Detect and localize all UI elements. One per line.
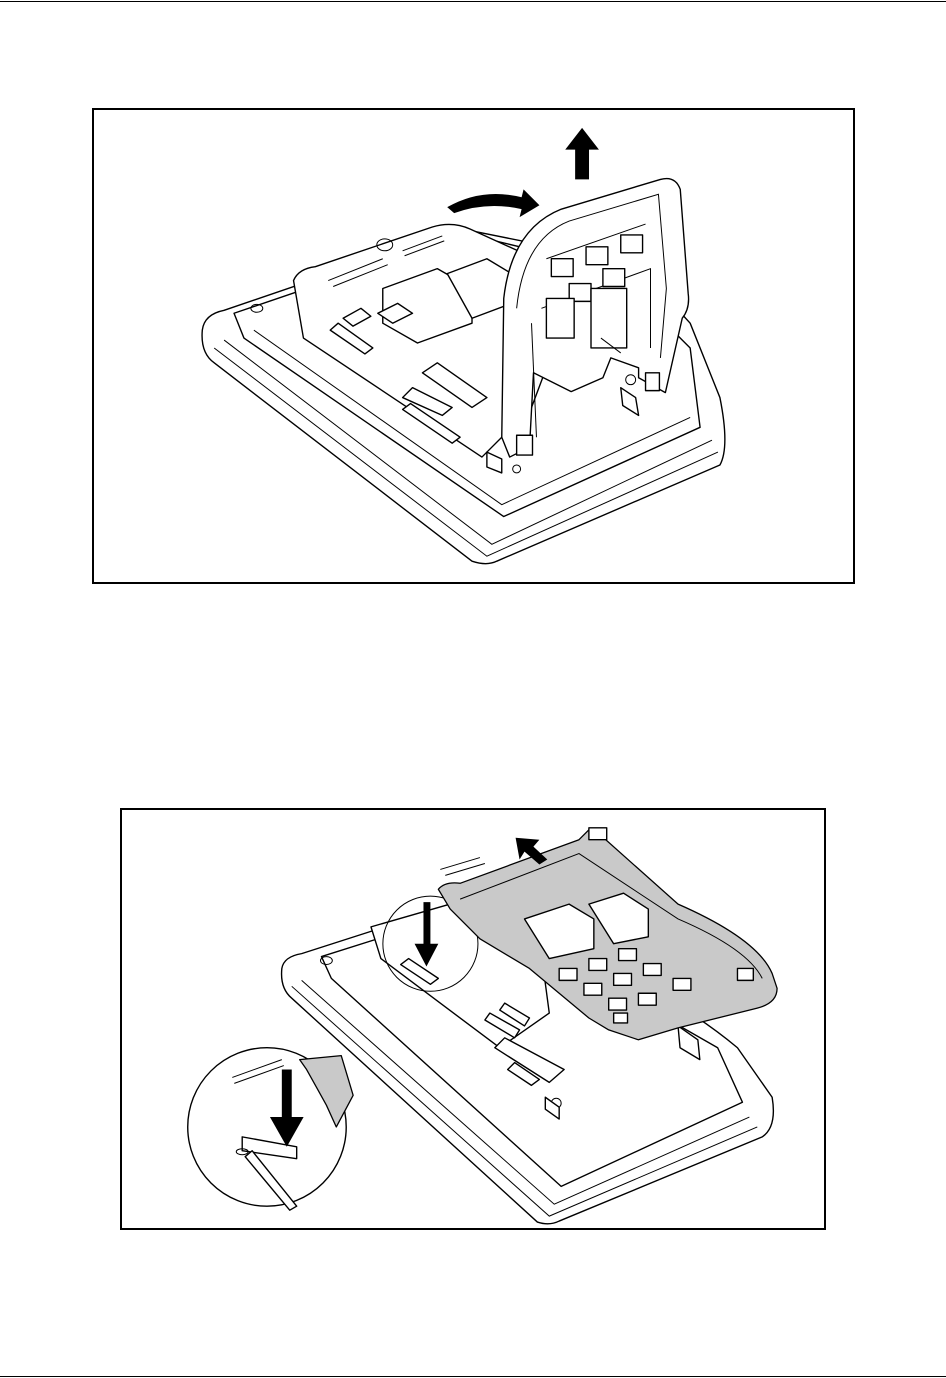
figure-remove-stand	[92, 108, 855, 584]
tilt-arrow-icon	[447, 189, 539, 217]
illustration-remove-stand	[94, 110, 853, 582]
figure-position-stand	[120, 808, 826, 1230]
footer-rule	[0, 1376, 946, 1377]
lift-arrow-icon	[565, 128, 599, 180]
header-rule	[0, 1, 946, 2]
illustration-position-stand	[122, 810, 824, 1228]
